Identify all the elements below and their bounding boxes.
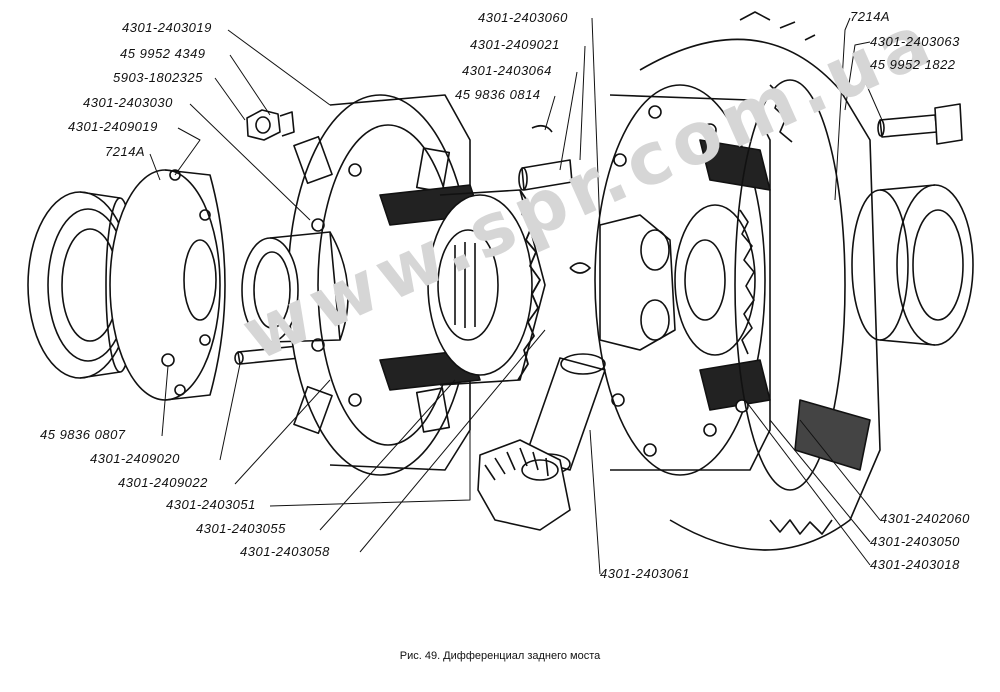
nut-washer: [246, 109, 295, 141]
label-4301-2409022: 4301-2409022: [118, 475, 208, 490]
label-4301-2403063: 4301-2403063: [870, 34, 960, 49]
label-45-9836-0814: 45 9836 0814: [455, 87, 541, 102]
label-4301-2402060: 4301-2402060: [880, 511, 970, 526]
satellite-block: [569, 214, 676, 351]
label-4301-2403064: 4301-2403064: [462, 63, 552, 78]
bolt: [877, 103, 963, 145]
label-4301-2409021: 4301-2409021: [470, 37, 560, 52]
label-4301-2403019: 4301-2403019: [122, 20, 212, 35]
right-case-half: [594, 84, 771, 476]
side-gear-right: [674, 204, 756, 356]
hub-bushing: [241, 231, 349, 343]
left-cover: [109, 169, 226, 401]
label-4301-2403030: 4301-2403030: [83, 95, 173, 110]
pinion-gear: [477, 439, 571, 531]
label-45-9952-4349: 45 9952 4349: [120, 46, 206, 61]
right-bearing: [851, 184, 974, 346]
label-5903-1802325: 5903-1802325: [113, 70, 203, 85]
label-4301-2403050: 4301-2403050: [870, 534, 960, 549]
label-4301-2403051: 4301-2403051: [166, 497, 256, 512]
label-4301-2403060: 4301-2403060: [478, 10, 568, 25]
label-4301-2409019: 4301-2409019: [68, 119, 158, 134]
label-4301-2403055: 4301-2403055: [196, 521, 286, 536]
label-45-9836-0807: 45 9836 0807: [40, 427, 126, 442]
label-4301-2409020: 4301-2409020: [90, 451, 180, 466]
label-45-9952-1822: 45 9952 1822: [870, 57, 956, 72]
label-7214a-left: 7214A: [105, 144, 146, 159]
pin-pair: [518, 124, 573, 191]
label-7214a-right: 7214A: [850, 9, 891, 24]
label-4301-2403018: 4301-2403018: [870, 557, 960, 572]
figure-caption: Рис. 49. Дифференциал заднего моста: [399, 650, 601, 662]
side-gear-left: [427, 189, 546, 386]
label-4301-2403058: 4301-2403058: [240, 544, 330, 559]
leader-lines: [149, 17, 883, 575]
label-4301-2403061: 4301-2403061: [600, 566, 690, 581]
ring-gear: [639, 11, 881, 551]
